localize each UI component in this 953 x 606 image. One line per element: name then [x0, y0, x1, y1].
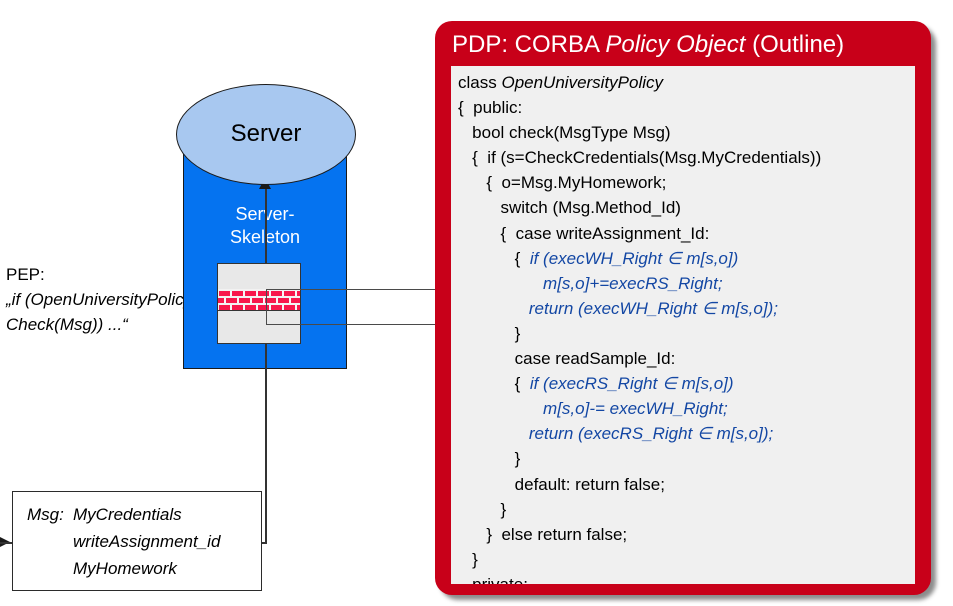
pep-quote-line-2: Check(Msg)) ...“ — [6, 315, 128, 334]
code-segment: } — [458, 549, 478, 569]
code-line: default: return false; — [458, 472, 821, 497]
code-segment: class — [458, 73, 502, 92]
code-line: private: — [458, 572, 821, 584]
plug-lower-half — [217, 310, 301, 344]
message-line: Msg: MyCredentials — [27, 501, 220, 528]
code-segment: m[s,o]-= execWH_Right; — [543, 399, 728, 419]
code-line: bool check(MsgType Msg) — [458, 120, 821, 145]
pdp-title-part-2: Policy Object — [605, 31, 746, 58]
code-line: } — [458, 446, 821, 471]
code-segment: } — [458, 449, 521, 469]
code-segment: } — [458, 499, 507, 519]
pep-quote-line-1: „if (OpenUniversityPolicy. — [6, 290, 196, 309]
message-value: writeAssignment_id — [73, 532, 221, 551]
policy-code-panel: class OpenUniversityPolicy { public: bool… — [451, 66, 915, 584]
code-line: { public: — [458, 95, 821, 120]
code-segment: m[s,o]+=execRS_Right; — [543, 273, 723, 293]
code-line: { if (s=CheckCredentials(Msg.MyCredentia… — [458, 145, 821, 170]
code-segment: } else return false; — [458, 524, 628, 544]
code-segment: { o=Msg.MyHomework; — [458, 173, 667, 193]
firewall-brick-icon — [217, 289, 301, 311]
code-segment: if (execWH_Right ∈ m[s,o]) — [529, 248, 739, 268]
code-segment — [458, 299, 529, 318]
message-box: Msg: MyCredentials writeAssignment_id MyH… — [12, 491, 262, 591]
code-line: m[s,o]+=execRS_Right; — [458, 271, 821, 296]
code-segment: { — [458, 374, 530, 394]
brick-row — [218, 298, 300, 303]
code-line: { case writeAssignment_Id: — [458, 221, 821, 246]
code-segment: { — [458, 248, 530, 268]
code-segment: case readSample_Id: — [458, 349, 676, 369]
code-line: switch (Msg.Method_Id) — [458, 195, 821, 220]
code-segment: { if (s=CheckCredentials(Msg.MyCredentia… — [458, 148, 822, 168]
code-segment: { case writeAssignment_Id: — [458, 223, 710, 243]
code-line: } else return false; — [458, 522, 821, 547]
message-line: writeAssignment_id — [27, 528, 220, 555]
brick-row — [219, 291, 300, 296]
code-segment — [458, 424, 529, 443]
code-line: { if (execWH_Right ∈ m[s,o]) — [458, 246, 821, 271]
message-flow-line — [265, 369, 267, 543]
code-segment: OpenUniversityPolicy — [501, 73, 664, 92]
message-line: MyHomework — [27, 555, 220, 582]
message-content: Msg: MyCredentials writeAssignment_id MyH… — [27, 501, 220, 582]
code-line: } — [458, 547, 821, 572]
code-line: { if (execRS_Right ∈ m[s,o]) — [458, 371, 821, 396]
plug-upper-half — [217, 263, 301, 290]
pep-title: PEP: — [6, 265, 45, 284]
code-line: } — [458, 321, 821, 346]
policy-enforcement-plug — [217, 263, 301, 344]
code-segment: default: return false; — [458, 474, 665, 494]
code-line: return (execRS_Right ∈ m[s,o]); — [458, 421, 821, 446]
code-segment: private: — [458, 575, 528, 584]
code-segment: return (execWH_Right ∈ m[s,o]); — [528, 298, 778, 318]
code-line: case readSample_Id: — [458, 346, 821, 371]
code-line: return (execWH_Right ∈ m[s,o]); — [458, 296, 821, 321]
code-segment — [458, 274, 543, 293]
pep-annotation: PEP: „if (OpenUniversityPolicy. Check(Ms… — [6, 262, 231, 337]
code-line: m[s,o]-= execWH_Right; — [458, 396, 821, 421]
code-line: { o=Msg.MyHomework; — [458, 170, 821, 195]
code-segment: { public: — [458, 98, 523, 118]
message-value: MyHomework — [73, 559, 177, 578]
pdp-title-part-3: (Outline) — [745, 31, 845, 58]
message-value: MyCredentials — [73, 505, 182, 524]
code-segment: } — [458, 323, 521, 343]
message-key: Msg: — [27, 505, 64, 524]
server-label: Server — [230, 119, 302, 147]
code-segment: return (execRS_Right ∈ m[s,o]); — [528, 424, 774, 444]
code-line: } — [458, 497, 821, 522]
code-segment: if (execRS_Right ∈ m[s,o]) — [529, 374, 734, 394]
code-line: class OpenUniversityPolicy — [458, 70, 821, 95]
pdp-panel-title: PDP: CORBA Policy Object (Outline) — [452, 31, 922, 59]
code-segment: bool check(MsgType Msg) — [458, 123, 671, 143]
code-segment: switch (Msg.Method_Id) — [458, 198, 681, 218]
code-segment — [458, 399, 543, 418]
incoming-message-line — [0, 542, 13, 544]
policy-code-listing: class OpenUniversityPolicy { public: bool… — [458, 70, 821, 584]
brick-row — [219, 305, 300, 310]
pdp-title-part-1: PDP: CORBA — [452, 31, 606, 58]
server-ellipse: Server — [176, 84, 356, 185]
